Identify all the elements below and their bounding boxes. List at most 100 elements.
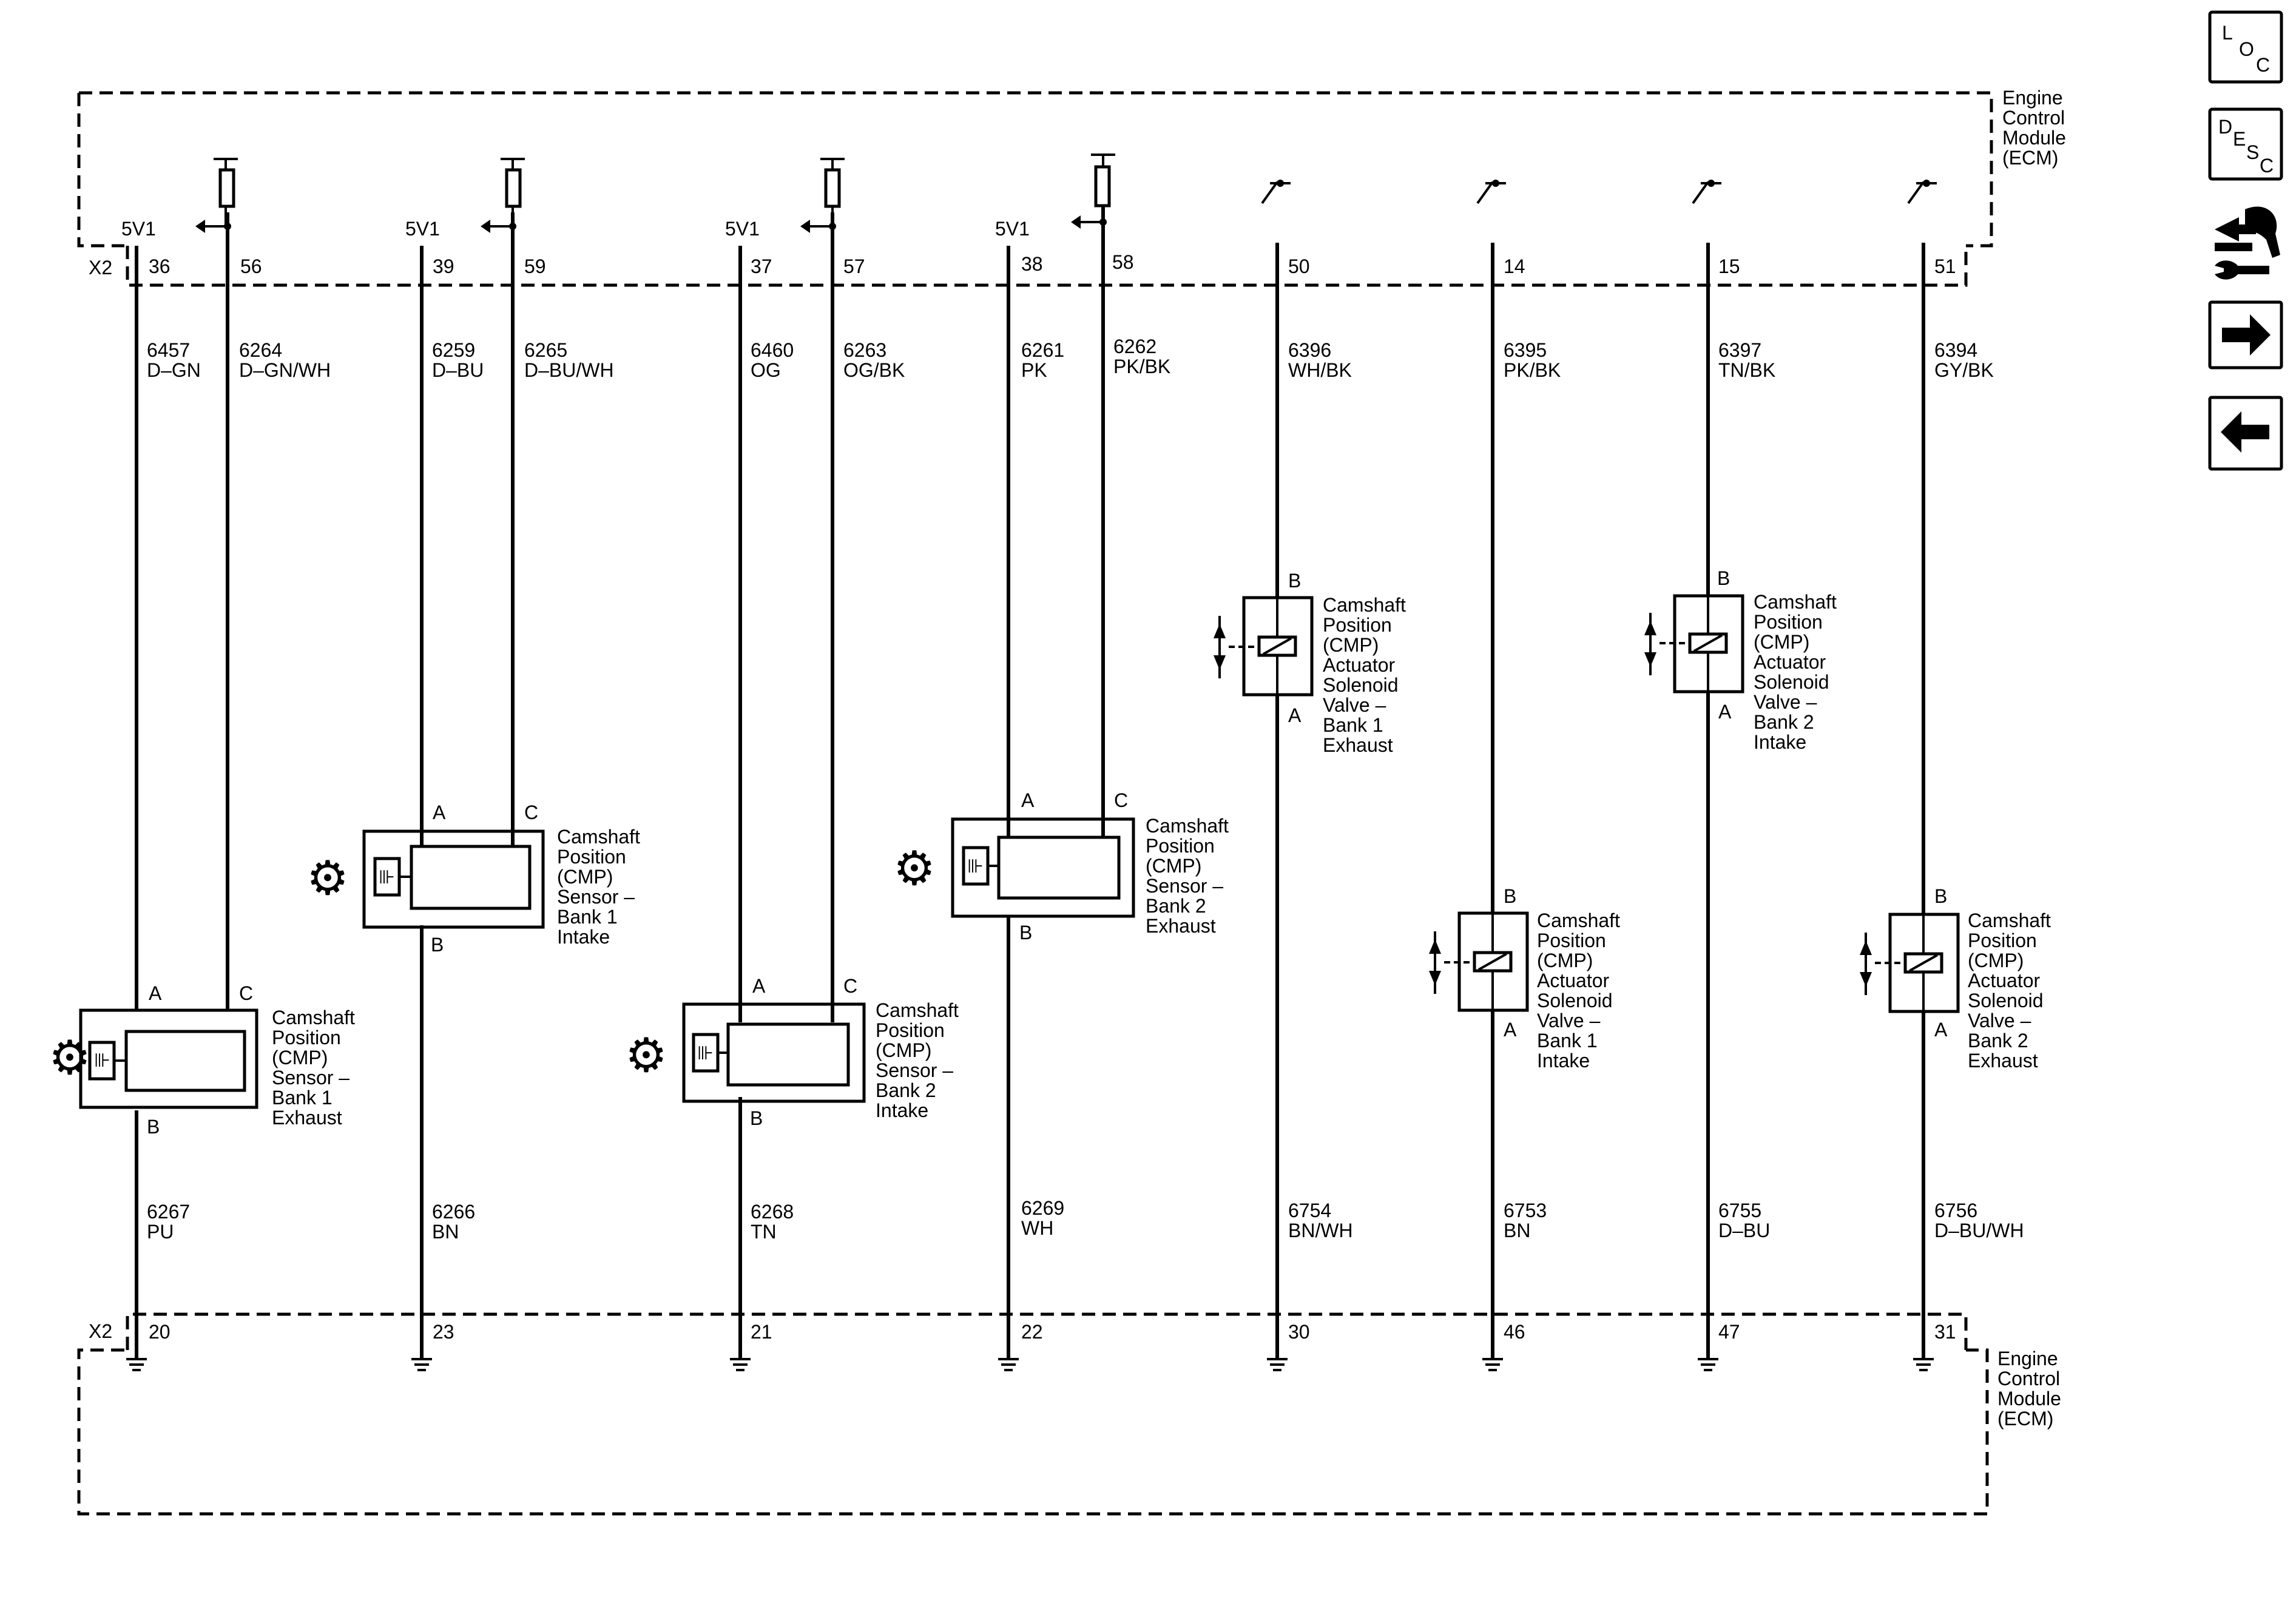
cmp-sensor-bank1-intake: 5V1 ⊪ A C B ⚙ Camshaft Position (CMP) Se… xyxy=(306,158,640,1359)
cmp-sensor-bank1-exhaust: 5V1 ⊪ A C B ⚙ Camshaft Position (CMP) Se… xyxy=(49,158,355,1359)
bottom-pin: 47 xyxy=(1718,1321,1740,1343)
bottom-pin: 20 xyxy=(149,1321,171,1343)
solenoid-2-pin-b: B xyxy=(1504,885,1516,907)
cmp-sensor-bank2-exhaust: 5V1 ⊪ A C B ⚙ Camshaft Position (CMP) Se… xyxy=(893,154,1229,1359)
top-pin: 37 xyxy=(751,255,772,277)
solenoid-1-label-1: Camshaft xyxy=(1323,594,1406,616)
solenoid-1-label-8: Exhaust xyxy=(1323,734,1393,756)
top-pin-numbers: 36 56 39 59 37 57 38 58 50 14 15 51 xyxy=(149,251,1956,277)
wire-circuit: 6397 xyxy=(1718,339,1761,361)
sensor-2-label-5: Bank 1 xyxy=(557,906,618,928)
wire-circuit: 6268 xyxy=(751,1201,794,1223)
connector-bottom-label: X2 xyxy=(89,1320,112,1342)
solenoid-1-pin-a: A xyxy=(1288,704,1302,726)
ecm-top-label-line-1: Engine xyxy=(2002,87,2063,109)
wire-color: TN/BK xyxy=(1718,359,1775,381)
wire-color: BN xyxy=(1504,1220,1530,1241)
solenoid-3-label-5: Solenoid xyxy=(1754,671,1829,693)
bottom-pin: 23 xyxy=(433,1321,454,1343)
ecm-bottom-label-line-1: Engine xyxy=(1997,1348,2058,1369)
solenoid-2-label-7: Bank 1 xyxy=(1537,1030,1598,1052)
cmp-solenoid-bank2-intake: B A Camshaft Position (CMP) Actuator Sol… xyxy=(1644,180,1837,1359)
wire-color: D–GN xyxy=(147,359,201,381)
bottom-wire-labels: 6267 PU 6266 BN 6268 TN 6269 WH 6754 BN/… xyxy=(147,1197,2024,1243)
wire-color: D–GN/WH xyxy=(239,359,331,381)
supply-label-4: 5V1 xyxy=(995,218,1030,240)
sensor-3-pin-c: C xyxy=(843,975,857,997)
ground-icon xyxy=(1698,1358,1718,1371)
sensor-2-label-6: Intake xyxy=(557,926,610,948)
solenoid-4-label-5: Solenoid xyxy=(1968,990,2044,1011)
wire-circuit: 6266 xyxy=(432,1201,475,1223)
sensor-4-pin-b: B xyxy=(1019,922,1032,944)
desc-letter-e: E xyxy=(2233,128,2246,150)
solenoid-4-label-3: (CMP) xyxy=(1968,950,2024,971)
sensor-2-pin-b: B xyxy=(431,934,444,956)
top-pin: 50 xyxy=(1288,255,1310,277)
wire-circuit: 6396 xyxy=(1288,339,1331,361)
wire-circuit: 6265 xyxy=(524,339,567,361)
ecm-bottom-connector-outline xyxy=(126,1312,1968,1350)
gear-icon: ⚙ xyxy=(625,1028,667,1082)
solenoid-2-label-3: (CMP) xyxy=(1537,950,1593,971)
side-nav: L O C D E S C xyxy=(2208,10,2283,471)
top-pin: 15 xyxy=(1718,255,1740,277)
solenoid-3-label-4: Actuator xyxy=(1754,651,1826,673)
sensor-3-label-6: Intake xyxy=(876,1099,928,1121)
ground-symbols xyxy=(126,1358,1934,1371)
wire-circuit: 6460 xyxy=(751,339,794,361)
sensor-2-element: ⊪ xyxy=(379,866,395,888)
solenoid-1-label-5: Solenoid xyxy=(1323,674,1399,696)
sensor-1-label-1: Camshaft xyxy=(272,1007,355,1028)
solenoid-4-label-1: Camshaft xyxy=(1968,910,2051,931)
top-pin: 56 xyxy=(240,255,262,277)
wire-circuit: 6261 xyxy=(1021,339,1064,361)
connector-tool-icon[interactable] xyxy=(2215,206,2280,280)
sensor-2-label-2: Position xyxy=(557,846,626,868)
wire-color: WH/BK xyxy=(1288,359,1352,381)
wire-color: D–BU xyxy=(1718,1220,1770,1241)
wire-color: TN xyxy=(751,1221,777,1243)
next-button[interactable] xyxy=(2208,300,2283,370)
wire-circuit: 6754 xyxy=(1288,1200,1331,1221)
solenoid-3-pin-a: A xyxy=(1718,701,1732,723)
prev-button[interactable] xyxy=(2208,396,2283,471)
supply-label-2: 5V1 xyxy=(405,218,440,240)
sensor-3-label-5: Bank 2 xyxy=(876,1079,936,1101)
solenoid-1-label-7: Bank 1 xyxy=(1323,714,1383,736)
cmp-solenoid-bank1-exhaust: B A Camshaft Position (CMP) Actuator Sol… xyxy=(1214,180,1406,1359)
sensor-4-pin-a: A xyxy=(1021,789,1035,811)
loc-button[interactable]: L O C xyxy=(2208,10,2283,84)
solenoid-1-label-3: (CMP) xyxy=(1323,634,1379,656)
sensor-4-label-1: Camshaft xyxy=(1146,815,1229,837)
solenoid-3-label-7: Bank 2 xyxy=(1754,711,1814,733)
ecm-bottom-label-line-2: Control xyxy=(1997,1368,2060,1389)
arrow-right-icon xyxy=(2222,314,2271,356)
desc-button[interactable]: D E S C xyxy=(2208,107,2283,181)
gear-icon: ⚙ xyxy=(49,1031,91,1084)
top-pin: 38 xyxy=(1021,253,1043,275)
sensor-4-label-4: Sensor – xyxy=(1146,875,1223,897)
sensor-3-label-3: (CMP) xyxy=(876,1039,931,1061)
sensor-1-label-2: Position xyxy=(272,1027,341,1048)
sensor-4-label-5: Bank 2 xyxy=(1146,895,1206,917)
top-pin: 57 xyxy=(843,255,865,277)
ground-icon xyxy=(411,1358,432,1371)
sensor-4-element: ⊪ xyxy=(967,856,984,877)
sensor-3-label-2: Position xyxy=(876,1019,945,1041)
sensor-2-label-4: Sensor – xyxy=(557,886,635,908)
connector-top-label: X2 xyxy=(89,257,112,279)
wire-circuit: 6753 xyxy=(1504,1200,1547,1221)
solenoid-4-pin-a: A xyxy=(1934,1019,1948,1041)
ecm-top-outline xyxy=(77,91,1993,248)
sensor-4-pin-c: C xyxy=(1114,789,1128,811)
supply-label-3: 5V1 xyxy=(725,218,760,240)
wire-circuit: 6755 xyxy=(1718,1200,1761,1221)
sensor-1-element: ⊪ xyxy=(94,1050,110,1071)
wire-color: D–BU/WH xyxy=(1934,1220,2024,1241)
bottom-pin: 31 xyxy=(1934,1321,1956,1343)
sensor-1-label-3: (CMP) xyxy=(272,1047,328,1068)
solenoid-1-label-6: Valve – xyxy=(1323,694,1386,716)
loc-letter-o: O xyxy=(2239,38,2254,60)
arrow-left-icon xyxy=(2221,411,2269,453)
